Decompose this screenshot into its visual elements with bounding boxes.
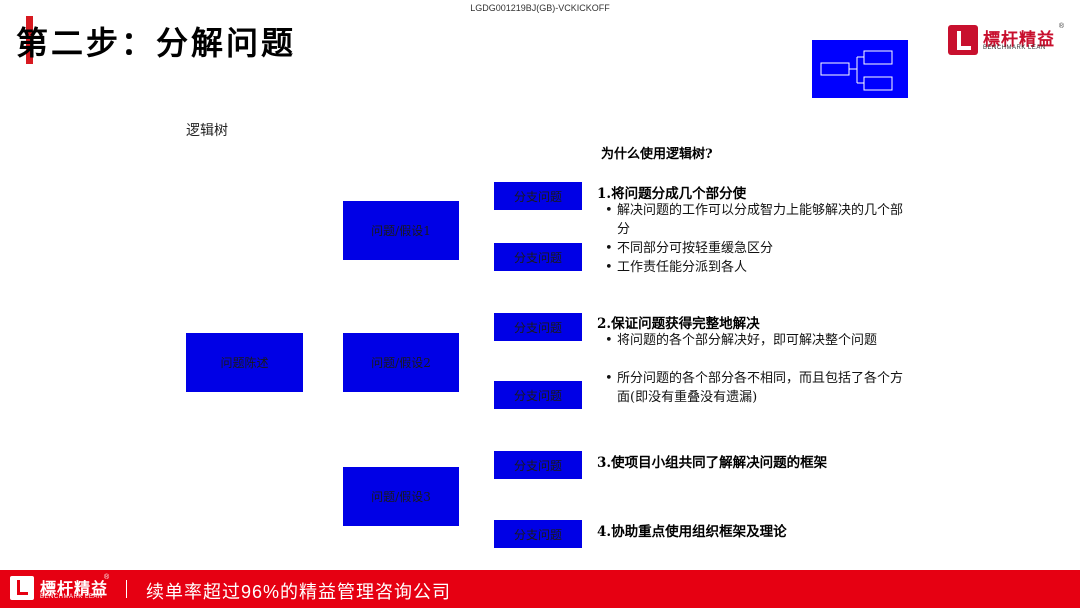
bullet-text: 工作责任能分派到各人 [617,260,748,275]
footer-registered-mark: ® [104,574,110,581]
reason-title: 3.使项目小组共同了解解决问题的框架 [597,455,828,471]
reason-title: 2.保证问题获得完整地解决 [597,316,760,332]
branch-box: 分支问题 [494,243,582,271]
bullet-dot: • [605,203,613,218]
title-accent-bar [26,16,33,64]
logic-tree-thumbnail-icon [812,40,908,98]
bullet-text: 不同部分可按轻重缓急区分 [617,241,774,256]
benchmark-lean-logo-icon [948,25,978,55]
reason-bullet: • 将问题的各个部分解决好，即可解决整个问题 [605,331,905,350]
logo-text: 標杆精益 [983,30,1055,49]
reasons-heading: 为什么使用逻辑树? [601,147,713,162]
bullet-dot: • [605,260,613,275]
bullet-dot: • [605,241,613,256]
registered-mark: ® [1058,23,1064,30]
reason-bullet: • 不同部分可按轻重缓急区分 [605,239,905,258]
brand-logo: 標杆精益 BENCHMARK LEAN ® [948,23,1064,55]
reason-bullet: • 所分问题的各个部分各不相同，而且包括了各个方面(即没有重叠没有遗漏) [605,369,905,407]
tree-root-box: 问题陈述 [186,333,303,392]
branch-box: 分支问题 [494,451,582,479]
reason-bullet: • 解决问题的工作可以分成智力上能够解决的几个部分 [605,201,905,239]
bullet-dot: • [605,371,613,386]
bullet-text: 将问题的各个部分解决好，即可解决整个问题 [617,333,878,348]
hypothesis-box: 问题/假设2 [343,333,459,392]
hypothesis-box: 问题/假设1 [343,201,459,260]
branch-box: 分支问题 [494,520,582,548]
hypothesis-box: 问题/假设3 [343,467,459,526]
branch-box: 分支问题 [494,381,582,409]
benchmark-lean-logo-icon [10,576,34,600]
reason-title: 4.协助重点使用组织框架及理论 [597,524,787,540]
reason-title: 1.将问题分成几个部分使 [597,186,747,202]
footer-logo-subtext: BENCHMARK LEAN [40,594,103,600]
reason-bullet: • 工作责任能分派到各人 [605,258,905,277]
bullet-dot: • [605,333,613,348]
footer-logo-text: 標杆精益 [40,581,109,598]
bullet-text: 解决问题的工作可以分成智力上能够解决的几个部分 [617,203,904,237]
section-label: 逻辑树 [186,123,228,139]
branch-box: 分支问题 [494,182,582,210]
footer-slogan: 续单率超过96%的精益管理咨询公司 [146,582,452,602]
footer-bar: 標杆精益 BENCHMARK LEAN ® 续单率超过96%的精益管理咨询公司 [0,570,1080,608]
branch-box: 分支问题 [494,313,582,341]
document-id: LGDG001219BJ(GB)-VCKICKOFF [470,3,610,13]
page-title: 第二步：分解问题 [16,24,297,62]
footer-divider [126,580,127,598]
logo-subtext: BENCHMARK LEAN [983,45,1046,51]
bullet-text: 所分问题的各个部分各不相同，而且包括了各个方面(即没有重叠没有遗漏) [617,371,904,405]
